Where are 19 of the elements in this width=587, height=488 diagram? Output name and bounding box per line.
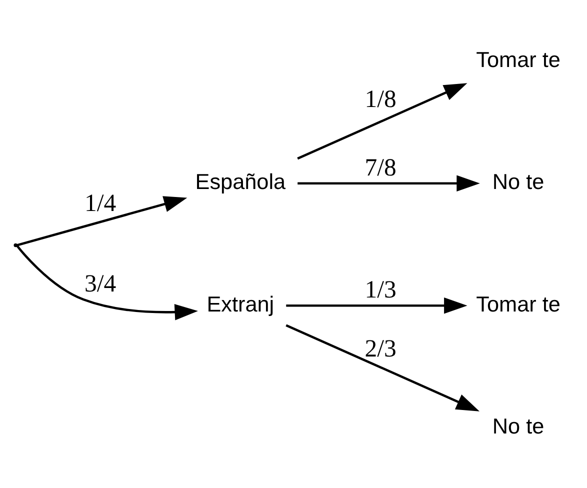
arrow <box>286 324 480 411</box>
edge-label: 7/8 <box>364 154 396 181</box>
edge-label: 1/3 <box>364 276 396 304</box>
node-point <box>14 242 18 247</box>
node-text: No te <box>492 413 544 438</box>
edge-label: 1/8 <box>364 86 396 113</box>
arrow <box>297 82 468 160</box>
node-text: Tomar te <box>476 46 560 72</box>
arrow <box>16 244 198 320</box>
edge-label: 3/4 <box>84 270 116 297</box>
node-text: Tomar te <box>476 290 560 316</box>
node-text: Española <box>195 168 286 194</box>
arrow <box>16 196 188 246</box>
edge-label: 1/4 <box>84 189 116 216</box>
arrow <box>298 174 480 191</box>
node-text: Extranj <box>206 290 274 316</box>
edge-label: 2/3 <box>364 334 396 362</box>
node-text: No te <box>492 168 544 194</box>
arrow <box>286 297 468 314</box>
